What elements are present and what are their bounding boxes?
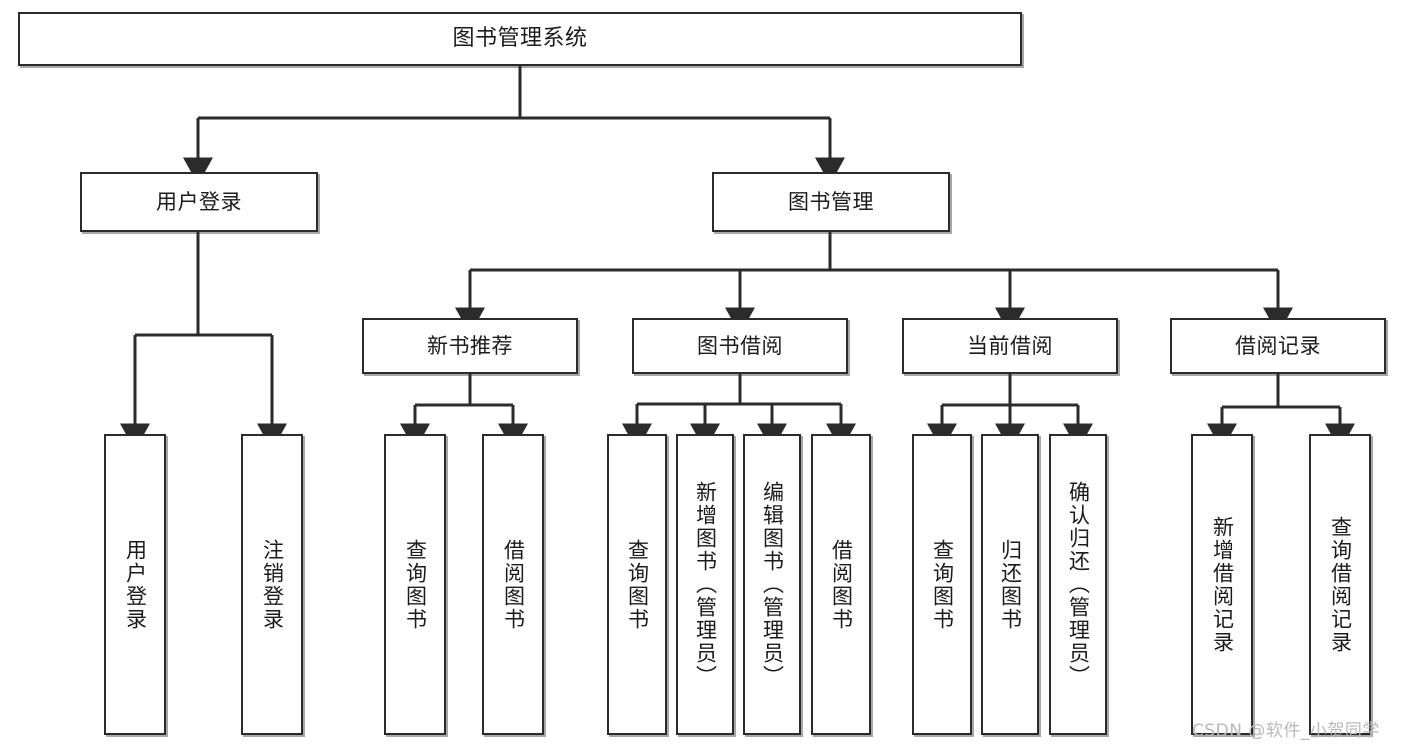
leaf-logout-label: 注销登录 [260,538,285,631]
node-borrow-record-label: 借阅记录 [1235,333,1321,358]
leaf-add-record[interactable]: 新增借阅记录 [1191,434,1253,735]
leaf-user-login[interactable]: 用户登录 [104,434,166,735]
node-new-book-recommend[interactable]: 新书推荐 [362,318,578,374]
leaf-return-book[interactable]: 归还图书 [981,434,1039,735]
leaf-add-record-label: 新增借阅记录 [1210,515,1235,654]
node-current-borrow[interactable]: 当前借阅 [902,318,1118,374]
leaf-confirm-return-label: 确认归还（管理员） [1066,481,1091,688]
node-borrow-record[interactable]: 借阅记录 [1170,318,1386,374]
node-user-login[interactable]: 用户登录 [80,172,318,232]
node-new-book-recommend-label: 新书推荐 [427,333,513,358]
leaf-query-book-1-label: 查询图书 [403,538,428,631]
node-book-management[interactable]: 图书管理 [712,172,950,232]
leaf-borrow-book-2[interactable]: 借阅图书 [811,434,871,735]
node-current-borrow-label: 当前借阅 [967,333,1053,358]
leaf-query-book-3[interactable]: 查询图书 [912,434,972,735]
node-book-borrow-label: 图书借阅 [697,333,783,358]
leaf-query-record[interactable]: 查询借阅记录 [1309,434,1371,735]
leaf-edit-book-label: 编辑图书（管理员） [760,481,785,688]
node-root[interactable]: 图书管理系统 [18,12,1022,66]
leaf-edit-book[interactable]: 编辑图书（管理员） [743,434,801,735]
leaf-confirm-return[interactable]: 确认归还（管理员） [1049,434,1107,735]
node-root-label: 图书管理系统 [452,26,588,52]
leaf-query-book-3-label: 查询图书 [930,538,955,631]
leaf-borrow-book-1[interactable]: 借阅图书 [482,434,544,735]
leaf-logout[interactable]: 注销登录 [241,434,303,735]
node-book-management-label: 图书管理 [788,189,874,214]
leaf-borrow-book-1-label: 借阅图书 [501,538,526,631]
leaf-query-book-2-label: 查询图书 [625,538,650,631]
leaf-add-book-label: 新增图书（管理员） [693,481,718,688]
leaf-user-login-label: 用户登录 [123,538,148,631]
leaf-query-book-1[interactable]: 查询图书 [384,434,446,735]
leaf-return-book-label: 归还图书 [998,538,1023,631]
leaf-query-book-2[interactable]: 查询图书 [607,434,667,735]
leaf-borrow-book-2-label: 借阅图书 [829,538,854,631]
node-book-borrow[interactable]: 图书借阅 [632,318,848,374]
leaf-add-book[interactable]: 新增图书（管理员） [676,434,734,735]
csdn-watermark: CSDN @软件_小贺同学 [1192,721,1380,741]
node-user-login-label: 用户登录 [156,189,242,214]
leaf-query-record-label: 查询借阅记录 [1328,515,1353,654]
